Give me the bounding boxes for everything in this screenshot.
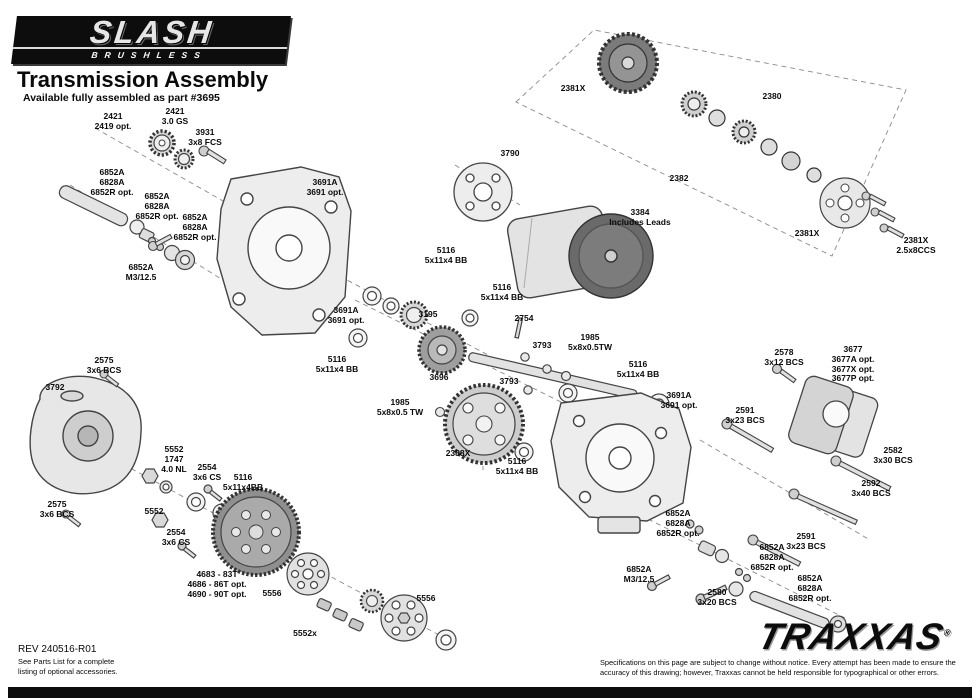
part-screw-2582 xyxy=(830,455,892,492)
revision-block: REV 240516-R01 See Parts List for a comp… xyxy=(18,644,118,677)
part-spur-gear-4683 xyxy=(211,487,301,577)
traxxas-logo-text: TRAXXAS xyxy=(753,616,948,657)
part-screw-2575-a xyxy=(99,369,120,388)
part-screw-2575-b xyxy=(61,509,82,528)
part-screw-6852a-upper xyxy=(147,233,173,252)
part-rear-driveline xyxy=(646,519,847,633)
part-case-half-rear-3691a xyxy=(550,392,692,534)
part-screws-2381x xyxy=(861,191,905,239)
part-screw-2592 xyxy=(788,488,859,526)
bottom-bar xyxy=(8,687,972,698)
traxxas-logo: TRAXXAS® xyxy=(753,616,955,658)
part-slipper-gear-2388x xyxy=(434,383,534,465)
assembly-part-note: Available fully assembled as part #3695 xyxy=(23,92,220,104)
parts-list-note: See Parts List for a complete listing of… xyxy=(18,657,118,676)
part-case-half-front-3691a xyxy=(216,166,352,336)
part-motor-3384 xyxy=(506,205,654,299)
part-pinion-gears-2421 xyxy=(148,129,195,170)
part-screw-2591-b xyxy=(747,534,802,567)
part-cover-3792 xyxy=(29,375,142,495)
disclaimer-text: Specifications on this page are subject … xyxy=(600,658,956,677)
revision-number: REV 240516-R01 xyxy=(18,644,97,655)
part-screw-2591-a xyxy=(721,418,775,454)
part-screw-3931 xyxy=(198,145,227,165)
part-slipper-clutch-assembly xyxy=(286,552,457,651)
part-driveshaft-input xyxy=(58,185,196,271)
part-motor-mount-3677 xyxy=(788,375,879,458)
page-title: Transmission Assembly xyxy=(17,67,269,92)
part-screw-2578 xyxy=(771,363,797,384)
part-gear-set-2380 xyxy=(597,32,871,229)
part-motor-plate-3790 xyxy=(453,162,513,222)
